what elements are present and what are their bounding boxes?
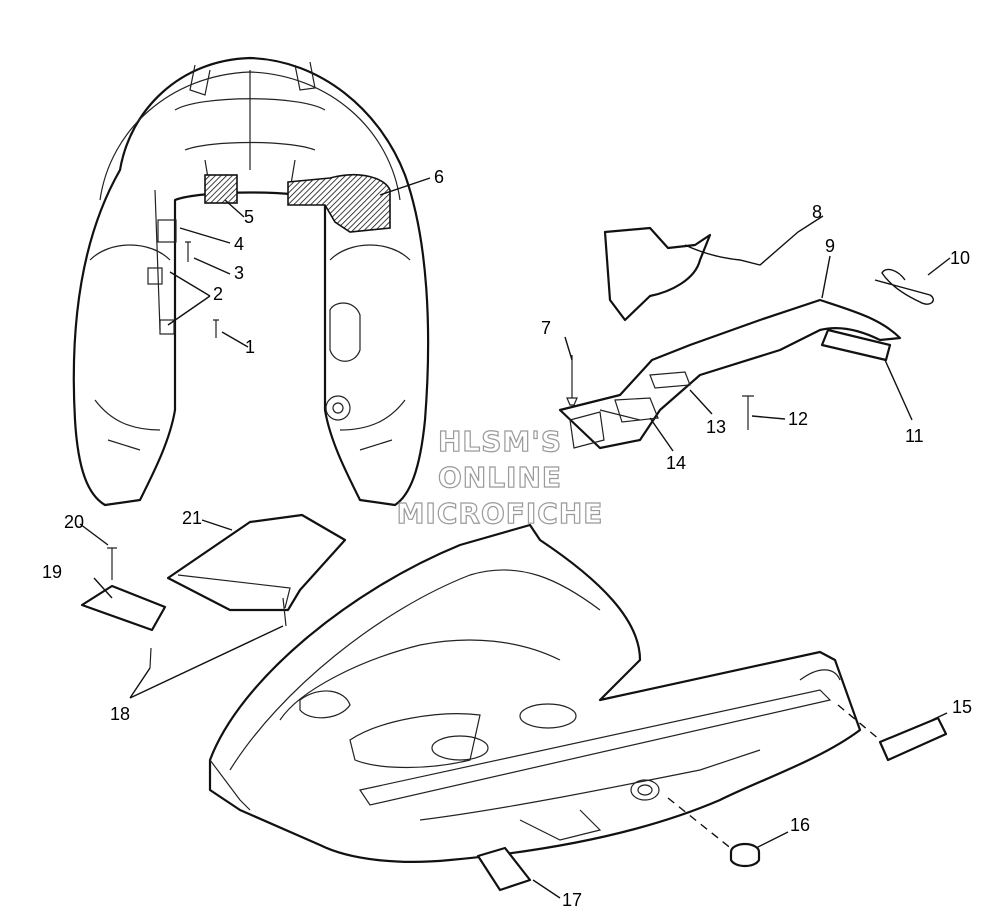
belly-pan [208, 523, 862, 863]
part-18-rivets [149, 597, 287, 669]
callout-17: 17 [562, 890, 582, 910]
part-6-foam [287, 174, 391, 233]
part-2-clip-a [147, 267, 163, 285]
part-11-decal [820, 328, 892, 362]
callout-10: 10 [950, 248, 970, 268]
part-4-clip [157, 219, 177, 243]
part-5-foam [204, 174, 238, 204]
part-14-pad [614, 397, 659, 423]
part-16-plug [729, 842, 761, 868]
callout-19: 19 [42, 562, 62, 582]
watermark-line-3: MICROFICHE [396, 496, 604, 530]
part-15-reflector [878, 716, 948, 762]
callout-7: 7 [541, 318, 551, 338]
part-21-panel [166, 513, 347, 612]
part-12-pin [742, 395, 754, 430]
callout-18: 18 [110, 704, 130, 724]
callout-14: 14 [666, 453, 686, 473]
part-1-rivet [213, 319, 219, 338]
part-20-screw [107, 547, 117, 580]
watermark-line-2: ONLINE [437, 460, 563, 494]
callout-16: 16 [790, 815, 810, 835]
watermark: HLSM'S ONLINE MICROFICHE [380, 424, 620, 532]
callout-4: 4 [234, 234, 244, 254]
callout-15: 15 [952, 697, 972, 717]
part-8-duct [603, 226, 712, 322]
callout-5: 5 [244, 207, 254, 227]
part-9-rail [558, 298, 902, 450]
callout-6: 6 [434, 167, 444, 187]
watermark-line-1: HLSM'S [437, 424, 563, 458]
callout-13: 13 [706, 417, 726, 437]
hood [72, 56, 430, 507]
callout-8: 8 [812, 202, 822, 222]
callout-3: 3 [234, 263, 244, 283]
part-19-plate [80, 584, 167, 632]
callout-11: 11 [905, 426, 924, 446]
callout-1: 1 [245, 337, 255, 357]
callout-20: 20 [64, 512, 84, 532]
part-10-cable [874, 268, 934, 305]
callout-9: 9 [825, 236, 835, 256]
part-7-bolt [566, 355, 578, 406]
callout-2: 2 [213, 284, 223, 304]
leader-lines [79, 177, 951, 899]
callout-12: 12 [788, 409, 808, 429]
callout-21: 21 [182, 508, 202, 528]
callout-labels: 1 2 3 4 5 6 7 8 9 10 11 12 13 14 15 16 1… [42, 167, 972, 910]
part-3-rivet [185, 241, 191, 262]
part-2-clip-b [159, 319, 175, 335]
part-17-bracket [476, 846, 532, 892]
